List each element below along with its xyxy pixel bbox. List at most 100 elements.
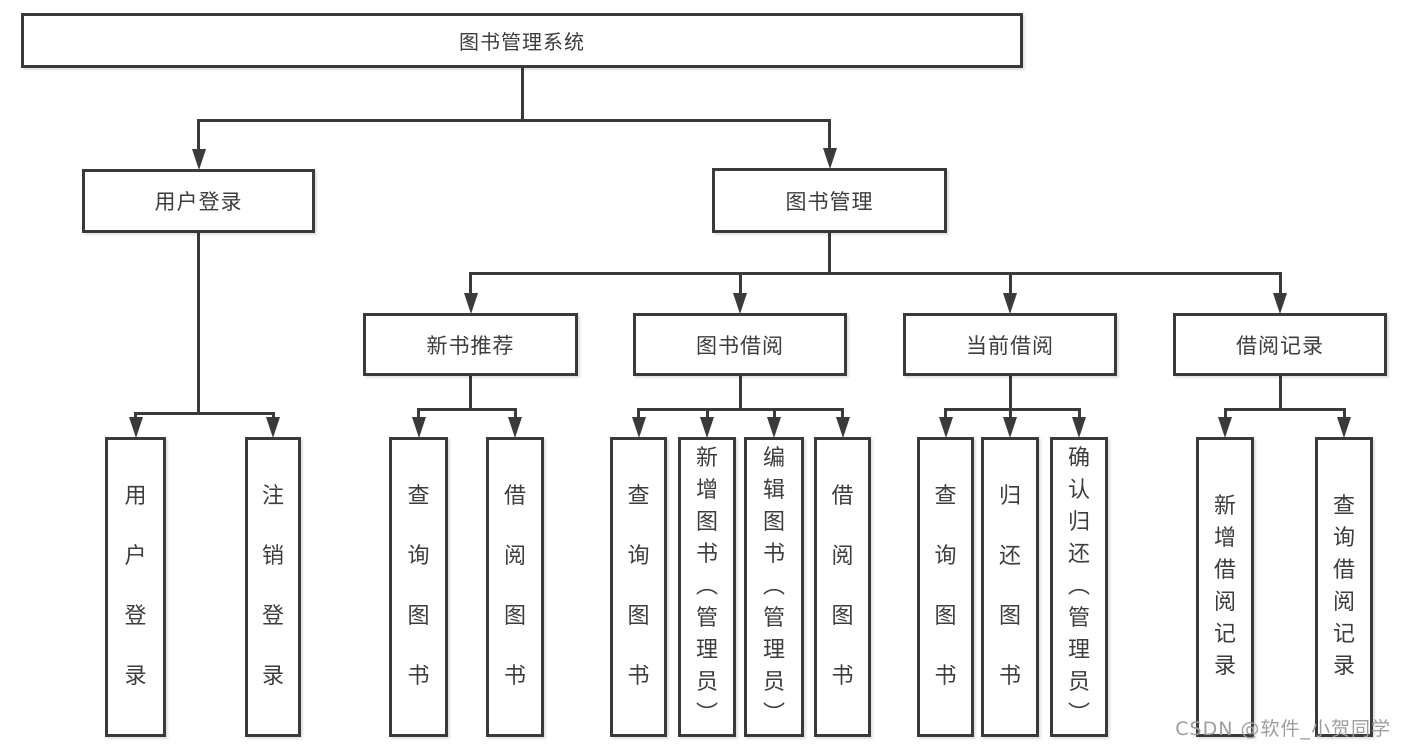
label-char: 用	[124, 484, 147, 509]
connector-segment	[828, 119, 831, 149]
node-label-vertical: 查询借阅记录	[1333, 440, 1355, 734]
arrow-down-icon	[631, 417, 646, 438]
arrow-down-icon	[128, 417, 143, 438]
label-char: ︵	[695, 574, 718, 599]
node-label-vertical: 用户登录	[124, 440, 146, 734]
arrow-down-icon	[1003, 417, 1017, 438]
connector-segment	[1077, 408, 1081, 418]
arrow-down-icon	[835, 417, 850, 438]
connector-segment	[469, 272, 1282, 275]
node-leaf-query-book-1: 查询图书	[389, 437, 448, 737]
connector-segment	[417, 408, 517, 411]
node-label-vertical: 新增图书︵管理员︶	[696, 440, 718, 734]
node-current-borrow: 当前借阅	[903, 313, 1117, 376]
node-leaf-borrow-book-1: 借阅图书	[486, 437, 544, 737]
label-char: 还	[1067, 542, 1090, 567]
node-label-vertical: 确认归还︵管理员︶	[1068, 440, 1090, 734]
node-leaf-user-login: 用户登录	[105, 437, 166, 737]
connector-segment	[520, 68, 524, 119]
label-char: 录	[124, 664, 147, 689]
connector-segment	[828, 233, 831, 272]
arrow-down-icon	[822, 148, 837, 169]
label-char: 询	[627, 544, 650, 569]
label-char: 归	[1067, 510, 1090, 535]
label-char: 员	[1067, 670, 1090, 695]
node-root: 图书管理系统	[21, 13, 1023, 68]
label-char: 查	[407, 484, 430, 509]
label-char: 查	[934, 484, 957, 509]
label-char: 图	[831, 604, 854, 629]
arrow-down-icon	[1218, 417, 1232, 438]
label-char: 询	[1332, 526, 1355, 551]
label-char: 图	[762, 510, 785, 535]
node-book-borrow: 图书借阅	[633, 313, 847, 376]
connector-segment	[944, 408, 947, 418]
label-char: 书	[934, 664, 957, 689]
node-new-book-rec: 新书推荐	[363, 313, 578, 376]
node-label: 借阅记录	[1236, 333, 1324, 358]
connector-segment	[772, 408, 776, 418]
connector-segment	[271, 412, 275, 418]
connector-segment	[637, 408, 640, 418]
node-label: 当前借阅	[966, 333, 1054, 358]
connector-segment	[944, 408, 1081, 411]
connector-segment	[513, 408, 517, 418]
label-char: 记	[1213, 622, 1236, 647]
label-char: 阅	[503, 544, 526, 569]
connector-segment	[134, 412, 275, 415]
connector-segment	[1278, 272, 1282, 294]
label-char: ︶	[695, 702, 718, 727]
arrow-down-icon	[733, 293, 747, 314]
label-char: 管	[1067, 606, 1090, 631]
label-char: 销	[261, 544, 284, 569]
connector-segment	[1278, 376, 1282, 408]
label-char: 理	[762, 638, 785, 663]
label-char: 图	[998, 604, 1021, 629]
node-label-vertical: 归还图书	[999, 440, 1021, 734]
label-char: 户	[124, 544, 147, 569]
label-char: 阅	[831, 544, 854, 569]
arrow-down-icon	[1072, 417, 1086, 438]
node-user-login: 用户登录	[82, 169, 315, 233]
connector-segment	[738, 376, 742, 408]
arrow-down-icon	[1337, 417, 1351, 438]
label-char: 借	[1213, 558, 1236, 583]
node-label-vertical: 新增借阅记录	[1214, 440, 1236, 734]
label-char: 管	[762, 606, 785, 631]
arrow-down-icon	[191, 149, 206, 170]
connector-segment	[469, 272, 472, 294]
label-char: 书	[407, 664, 430, 689]
label-char: 记	[1332, 622, 1355, 647]
label-char: 阅	[1332, 590, 1355, 615]
connector-segment	[417, 408, 420, 418]
arrow-down-icon	[1003, 293, 1017, 314]
label-char: 图	[934, 604, 957, 629]
node-leaf-borrow-book-2: 借阅图书	[814, 437, 871, 737]
label-char: 员	[762, 670, 785, 695]
label-char: 辑	[762, 478, 785, 503]
label-char: 理	[695, 638, 718, 663]
label-char: ︶	[1067, 702, 1090, 727]
label-char: 增	[695, 478, 718, 503]
node-borrow-records: 借阅记录	[1173, 313, 1387, 376]
label-char: 归	[998, 484, 1021, 509]
node-label-vertical: 借阅图书	[831, 440, 853, 734]
node-leaf-add-book: 新增图书︵管理员︶	[678, 437, 736, 737]
label-char: 新	[1213, 494, 1236, 519]
node-leaf-logout: 注销登录	[245, 437, 301, 737]
connector-segment	[1223, 408, 1227, 418]
node-label-vertical: 查询图书	[934, 440, 956, 734]
label-char: 书	[627, 664, 650, 689]
label-char: 图	[407, 604, 430, 629]
arrow-down-icon	[463, 293, 478, 314]
connector-segment	[134, 412, 137, 418]
arrow-down-icon	[700, 417, 714, 438]
arrow-down-icon	[411, 417, 426, 438]
node-book-mgmt: 图书管理	[712, 168, 947, 233]
connector-segment	[705, 408, 709, 418]
label-char: 图	[627, 604, 650, 629]
label-char: 图	[695, 510, 718, 535]
label-char: 书	[831, 664, 854, 689]
node-label: 图书管理系统	[459, 30, 585, 54]
label-char: 书	[695, 542, 718, 567]
